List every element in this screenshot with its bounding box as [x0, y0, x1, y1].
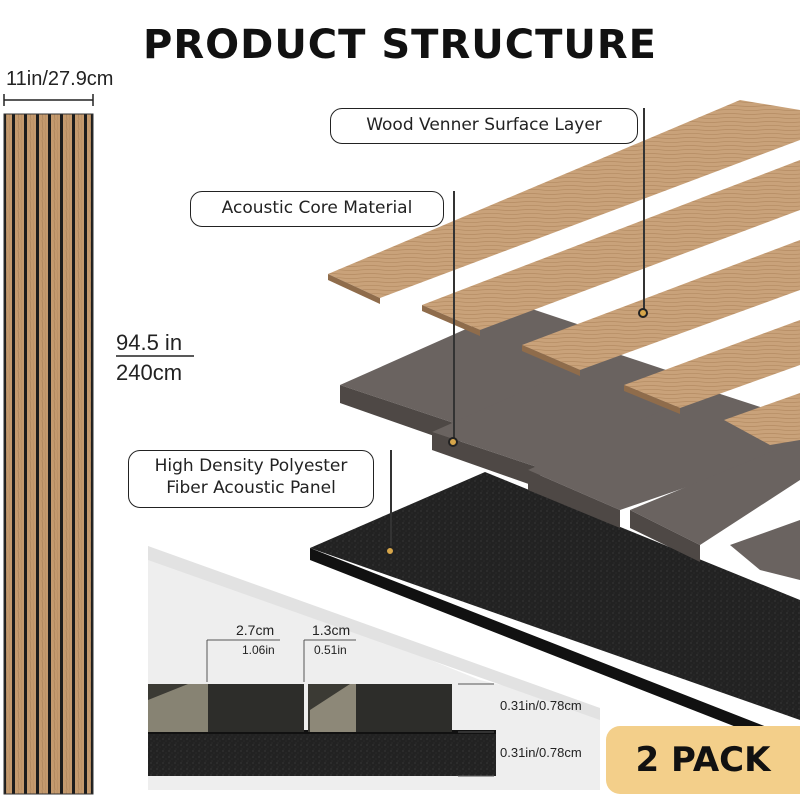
core-material-leader: [453, 191, 455, 441]
felt-panel-label: High Density Polyester Fiber Acoustic Pa…: [128, 450, 374, 508]
felt-panel-leader: [390, 450, 392, 550]
width-dimension-bracket: [3, 94, 94, 106]
slat-width-in: 1.06in: [242, 643, 275, 657]
felt-panel-marker: [385, 546, 395, 556]
cross-section-inset: [148, 546, 600, 790]
core-material-text: Acoustic Core Material: [221, 198, 413, 218]
width-label: 11in/27.9cm: [6, 68, 114, 90]
core-material-marker: [448, 437, 458, 447]
surface-layer-leader: [643, 108, 645, 313]
core-material-label: Acoustic Core Material: [190, 191, 444, 227]
surface-layer-text: Wood Venner Surface Layer: [366, 115, 602, 135]
felt-height-label: 0.31in/0.78cm: [500, 745, 582, 760]
full-panel-front-view: [3, 113, 94, 795]
page-title: PRODUCT STRUCTURE: [143, 22, 657, 68]
felt-panel-text-line1: High Density Polyester: [154, 456, 348, 476]
slat-height-label: 0.31in/0.78cm: [500, 698, 582, 713]
felt-panel-text-line2: Fiber Acoustic Panel: [166, 478, 336, 498]
height-cm-label: 240cm: [116, 360, 183, 385]
surface-layer-marker: [638, 308, 648, 318]
pack-count-badge: 2 PACK: [606, 726, 800, 794]
wood-veneer-layer: [328, 100, 800, 445]
surface-layer-label: Wood Venner Surface Layer: [330, 108, 638, 144]
slat-width-cm: 2.7cm: [236, 622, 275, 638]
height-inches-label: 94.5 in: [116, 330, 183, 355]
gap-width-cm: 1.3cm: [312, 622, 351, 638]
felt-backing-layer: [310, 472, 800, 752]
gap-width-in: 0.51in: [314, 643, 347, 657]
